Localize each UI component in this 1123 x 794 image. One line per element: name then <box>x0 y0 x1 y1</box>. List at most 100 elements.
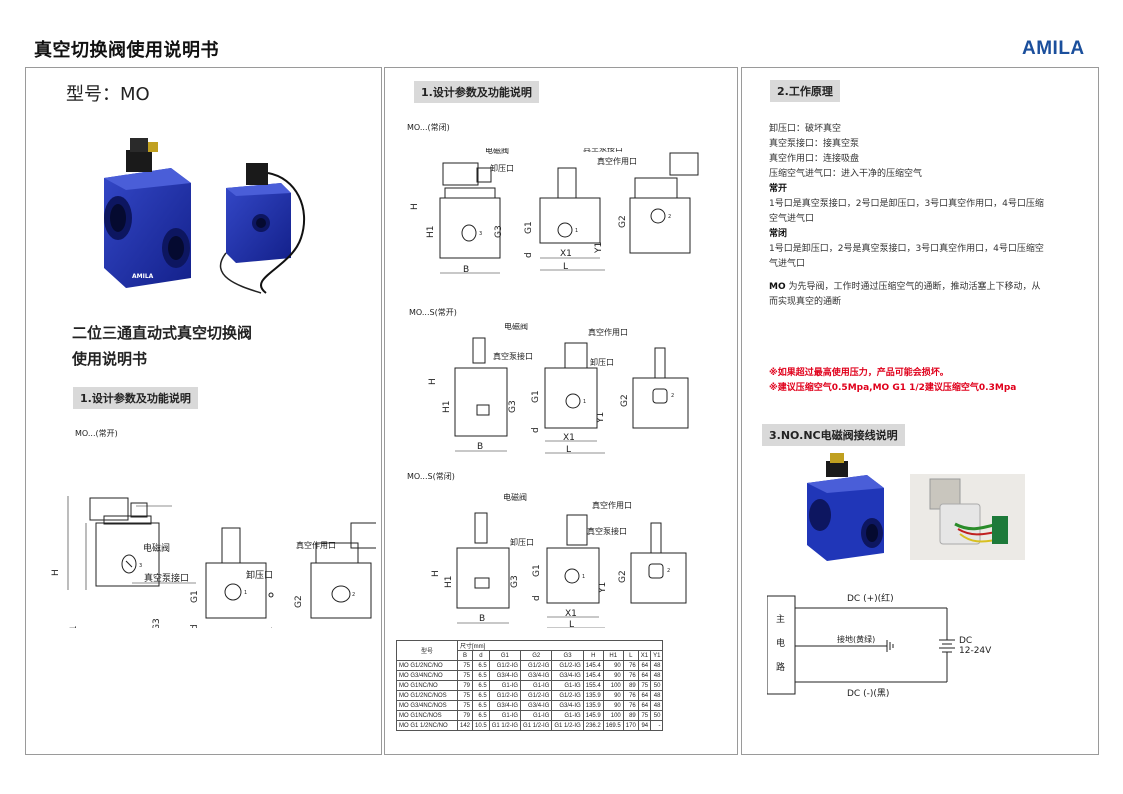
warning-2: ※建议压缩空气0.5Mpa,MO G1 1/2建议压缩空气0.3Mpa <box>769 383 1017 393</box>
table-cell: 90 <box>602 690 624 701</box>
svg-text:3: 3 <box>139 563 142 569</box>
svg-text:G1: G1 <box>524 221 534 234</box>
svg-text:真空作用口: 真空作用口 <box>592 500 632 510</box>
middle-section-1-label: 1.设计参数及功能说明 <box>414 81 539 103</box>
svg-text:电磁阀: 电磁阀 <box>503 493 527 502</box>
nc-title: 常闭 <box>769 229 788 239</box>
table-cell: 100 <box>602 680 624 691</box>
table-model-cell: MO G1NC/NO <box>396 680 458 691</box>
diagram-caption: MO...(常开) <box>75 429 118 438</box>
table-cell: G3/4-IG <box>551 700 584 711</box>
table-cell: G1 1/2-IG <box>551 720 584 731</box>
table-cell: G1/2-IG <box>488 690 522 701</box>
svg-text:DC (-)(黑): DC (-)(黑) <box>847 688 889 698</box>
svg-text:X1: X1 <box>560 249 572 259</box>
table-cell: 6.5 <box>472 700 490 711</box>
svg-text:H1: H1 <box>442 401 452 414</box>
left-panel: 型号：MO AMILA 二位三通直动式真空切换阀 使用说明书 1.设计参数及功能… <box>25 67 382 755</box>
product-photo: AMILA <box>104 138 306 294</box>
svg-text:电磁阀: 电磁阀 <box>143 542 170 554</box>
table-cell: G1-IG <box>488 710 522 721</box>
svg-text:X1: X1 <box>563 433 575 443</box>
svg-text:d: d <box>532 595 542 601</box>
svg-text:卸压口: 卸压口 <box>246 569 273 581</box>
table-cell: 6.5 <box>472 670 490 681</box>
table-cell: 169.5 <box>602 720 624 731</box>
table-cell: 135.9 <box>582 700 604 711</box>
table-cell: 75 <box>456 700 474 711</box>
table-col-header: G2 <box>520 650 553 661</box>
svg-text:电磁阀: 电磁阀 <box>485 148 509 155</box>
table-col-header: L <box>622 650 639 661</box>
product-title-line2: 使用说明书 <box>72 350 148 368</box>
table-cell: 90 <box>602 670 624 681</box>
table-cell: G1-IG <box>488 680 522 691</box>
table-cell: 76 <box>622 700 639 711</box>
table-cell: 6.5 <box>472 660 490 671</box>
table-cell: 50 <box>650 710 664 721</box>
svg-text:G3: G3 <box>152 618 162 628</box>
table-cell: 79 <box>456 680 474 691</box>
svg-text:G2: G2 <box>294 595 304 608</box>
warnings: ※如果超过最高使用压力，产品可能会损坏。 ※建议压缩空气0.5Mpa,MO G1… <box>769 366 1094 396</box>
table-cell: 6.5 <box>472 690 490 701</box>
svg-text:Y1: Y1 <box>598 582 608 594</box>
svg-text:主: 主 <box>776 613 785 625</box>
table-cell: G1/2-IG <box>551 690 584 701</box>
caption-s-nc: MO...S(常闭) <box>407 472 455 481</box>
svg-text:2: 2 <box>667 568 670 574</box>
svg-text:DC: DC <box>959 636 972 646</box>
svg-text:Y1: Y1 <box>265 627 275 628</box>
table-cell: 64 <box>637 670 652 681</box>
svg-text:3: 3 <box>479 231 482 237</box>
table-cell: G1-IG <box>551 680 584 691</box>
svg-text:G2: G2 <box>620 394 630 407</box>
section-2-label: 2.工作原理 <box>770 80 840 102</box>
table-cell: G3/4-IG <box>520 670 553 681</box>
svg-text:2: 2 <box>671 393 674 399</box>
table-cell: 145.4 <box>582 670 604 681</box>
table-col-header: H1 <box>602 650 624 661</box>
svg-text:真空泵接口: 真空泵接口 <box>493 351 533 361</box>
table-cell: 10.5 <box>472 720 490 731</box>
svg-text:L: L <box>563 262 568 272</box>
table-cell: G1/2-IG <box>488 660 522 671</box>
svg-text:电磁阀: 电磁阀 <box>504 323 528 331</box>
svg-text:B: B <box>477 442 483 452</box>
table-cell: G1 1/2-IG <box>488 720 522 731</box>
svg-text:G3: G3 <box>508 400 518 413</box>
section-3-label: 3.NO.NC电磁阀接线说明 <box>762 424 905 446</box>
drawing-nc: 3 电磁阀 卸压口 H H1 G3 B 1 真空泵接口 真空作用口 G1 d Y… <box>410 148 699 275</box>
table-cell: 75 <box>637 680 652 691</box>
table-cell: 6.5 <box>472 680 490 691</box>
svg-text:Y1: Y1 <box>594 242 604 254</box>
brand-logo: AMILA <box>1022 38 1085 59</box>
svg-text:2: 2 <box>352 592 355 598</box>
table-col-header: X1 <box>637 650 652 661</box>
svg-text:H: H <box>410 203 420 210</box>
table-model-cell: MO G1 1/2NC/NO <box>396 720 458 731</box>
table-cell: G1-IG <box>551 710 584 721</box>
table-cell: 89 <box>622 680 639 691</box>
table-cell: G3/4-IG <box>488 700 522 711</box>
table-cell: 135.9 <box>582 690 604 701</box>
svg-text:1: 1 <box>582 574 585 580</box>
table-cell: 90 <box>602 700 624 711</box>
table-cell: 48 <box>650 660 664 671</box>
svg-text:1: 1 <box>583 399 586 405</box>
table-model-cell: MO G1/2NC/NO <box>396 660 458 671</box>
svg-text:真空泵接口: 真空泵接口 <box>583 148 623 153</box>
wiring-diagram: 主 电 路 DC (+)(红) 接地(黄绿) DC (-)(黑) DC 12-2… <box>767 592 992 698</box>
product-photo-brand: AMILA <box>132 273 154 280</box>
table-cell: G1/2-IG <box>520 660 553 671</box>
svg-text:H: H <box>51 569 61 576</box>
svg-text:G1: G1 <box>531 390 541 403</box>
valve-photo <box>807 453 884 561</box>
product-title-line1: 二位三通直动式真空切换阀 <box>72 324 253 342</box>
table-cell: 155.4 <box>582 680 604 691</box>
table-cell: 64 <box>637 700 652 711</box>
table-cell: 75 <box>456 690 474 701</box>
